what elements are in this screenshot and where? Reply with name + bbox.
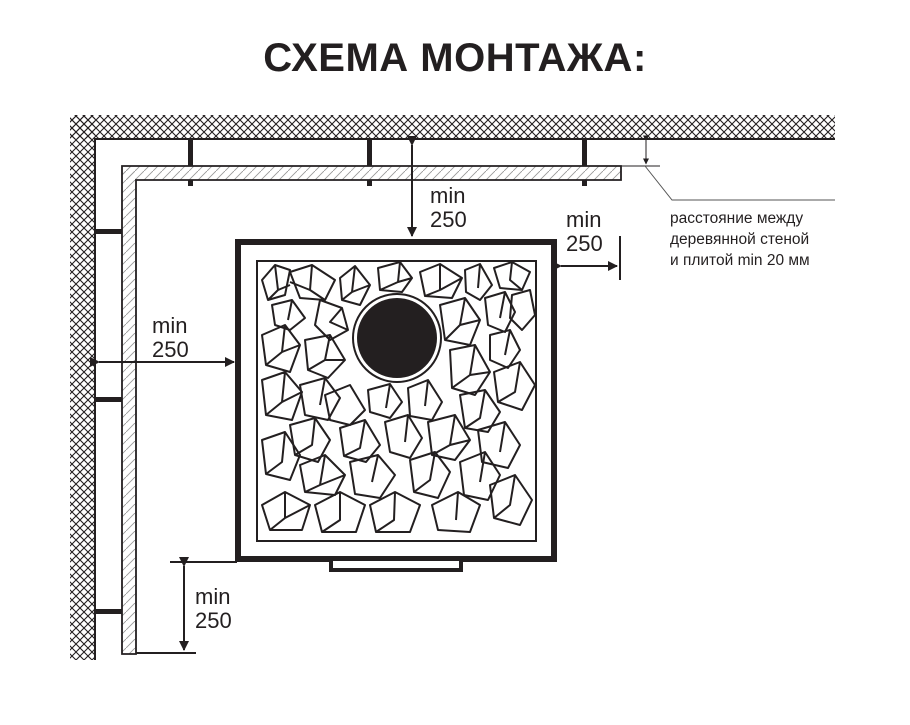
clearance-note: расстояние между деревянной стеной и пли… — [670, 208, 810, 271]
dimension-top-value: 250 — [430, 207, 467, 232]
masonry-wall — [70, 115, 835, 660]
dimension-top-min: min — [430, 183, 466, 208]
note-line-3: и плитой min 20 мм — [670, 252, 810, 269]
wooden-wall — [121, 165, 622, 655]
dimension-right — [552, 236, 621, 280]
dimension-left-value: 250 — [152, 337, 189, 362]
chimney-opening — [357, 298, 437, 378]
dimension-top-label: min 250 — [430, 184, 467, 232]
gap-indicator — [621, 135, 835, 201]
page-title: СХЕМА МОНТАЖА: — [263, 36, 647, 80]
dimension-left-label: min 250 — [152, 314, 189, 362]
dimension-bottom-value: 250 — [195, 608, 232, 633]
dimension-right-value: 250 — [566, 231, 603, 256]
dimension-bottom — [136, 557, 237, 654]
dimension-right-label: min 250 — [566, 208, 603, 256]
dimension-left-min: min — [152, 313, 188, 338]
note-line-2: деревянной стеной — [670, 231, 810, 248]
sauna-stove — [235, 239, 557, 572]
dimension-bottom-label: min 250 — [195, 585, 232, 633]
stones — [261, 261, 536, 533]
wall-brackets — [95, 139, 587, 614]
dimension-right-min: min — [566, 207, 602, 232]
note-line-1: расстояние между — [670, 210, 804, 227]
dimension-bottom-min: min — [195, 584, 231, 609]
